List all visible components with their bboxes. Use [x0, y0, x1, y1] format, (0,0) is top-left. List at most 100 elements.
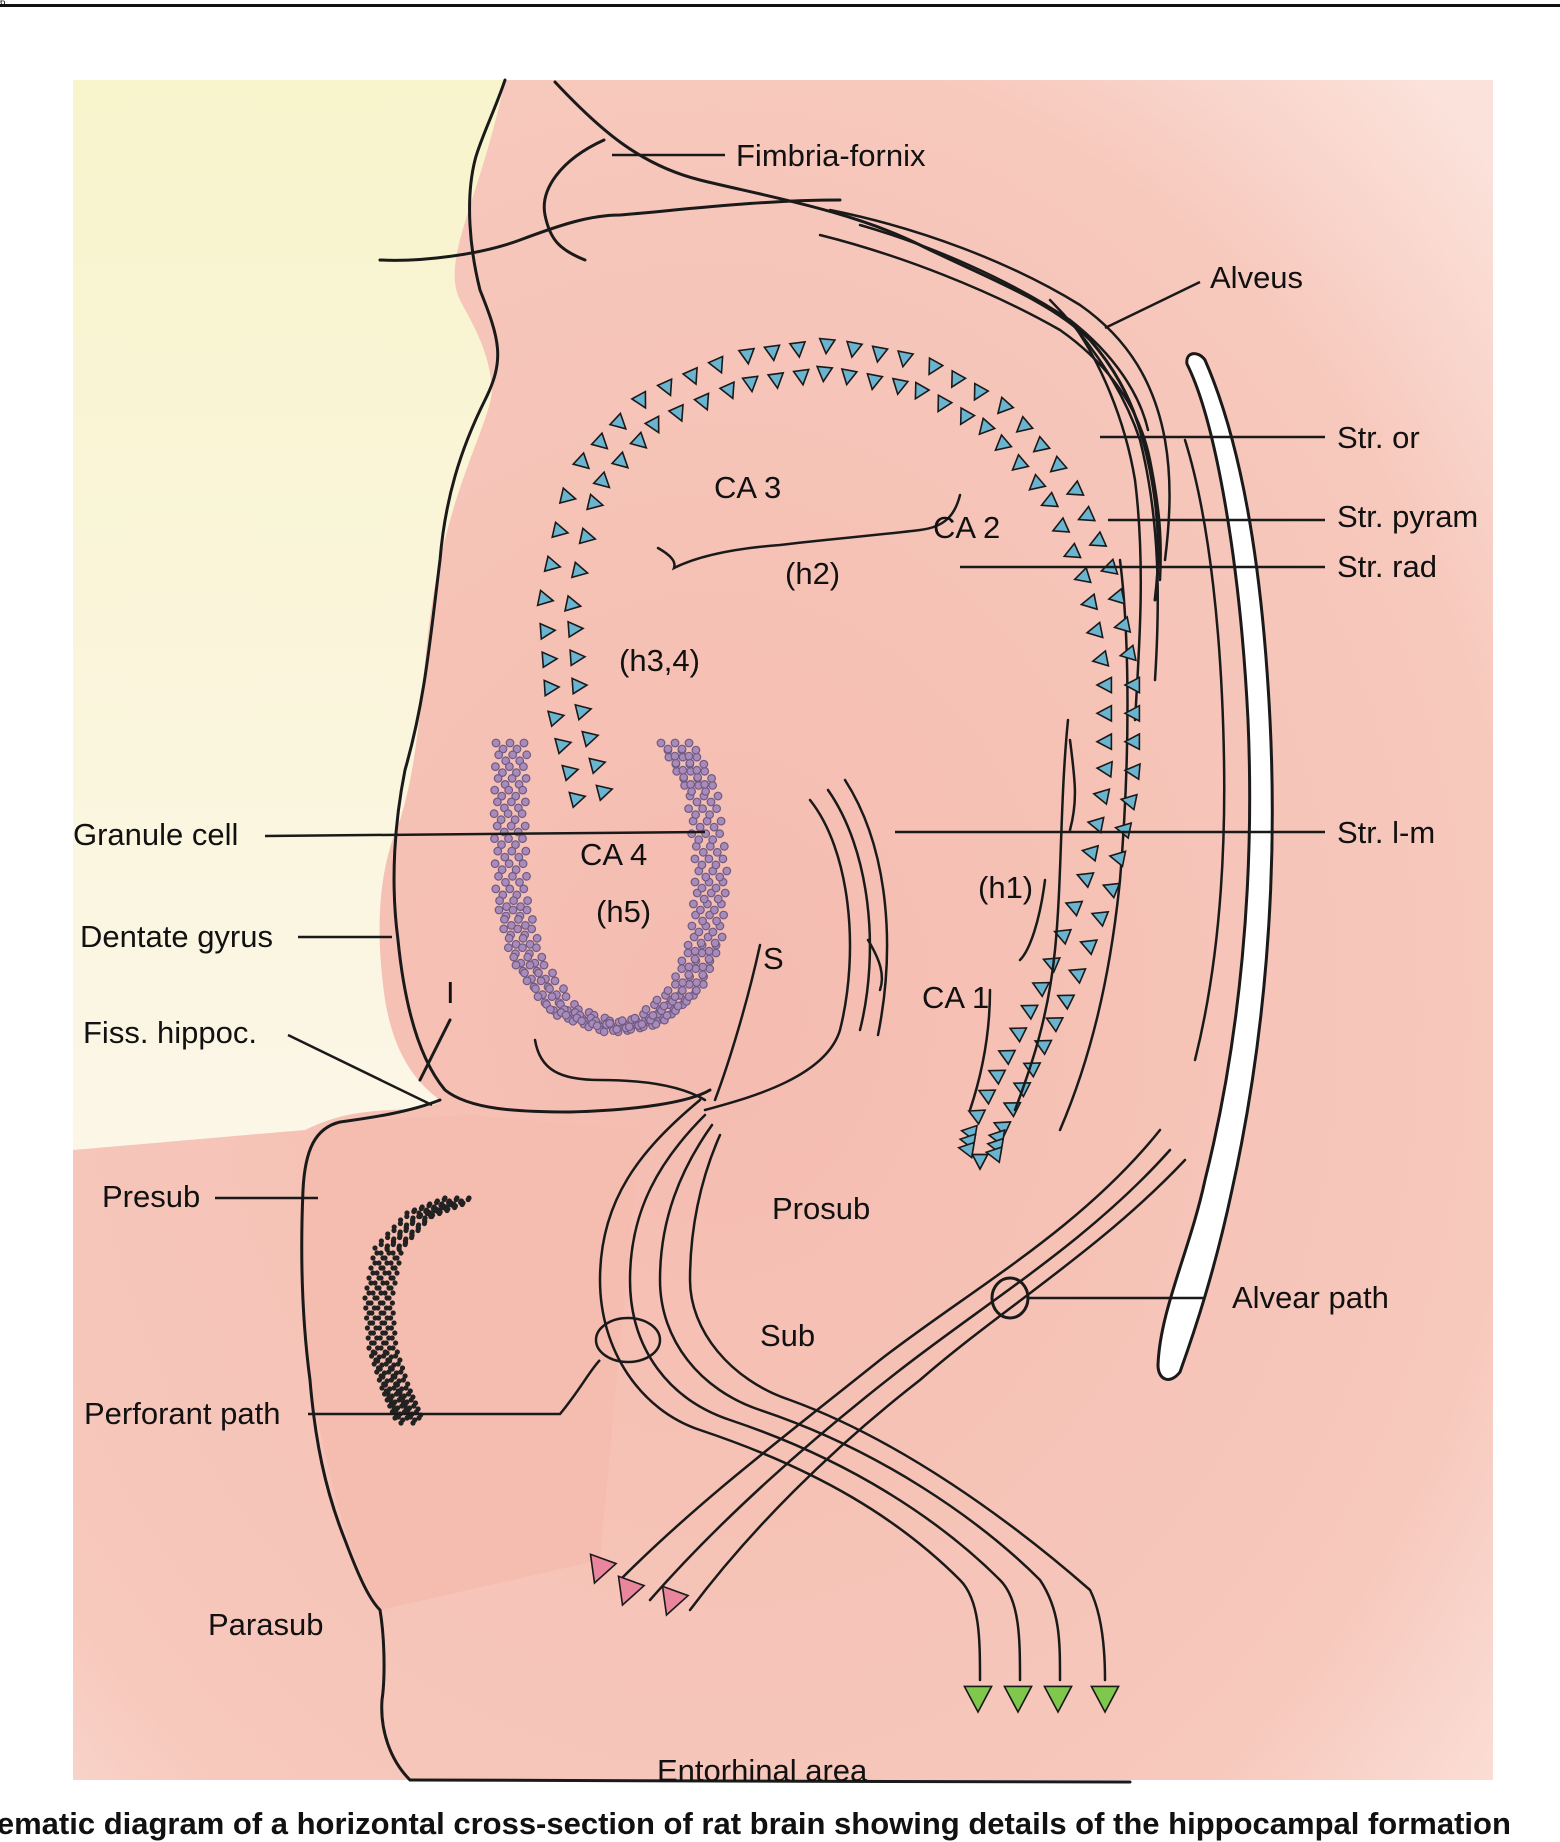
pyramidal-cell — [1095, 676, 1113, 695]
granule-cell — [663, 986, 673, 995]
presub-cell — [384, 1245, 390, 1251]
granule-cell — [662, 1011, 672, 1020]
presub-cell — [392, 1280, 398, 1286]
granule-cell — [686, 780, 695, 789]
pyramidal-cell — [1031, 981, 1051, 998]
presub-cell — [375, 1305, 381, 1311]
granule-cell — [671, 980, 680, 989]
presub-cell — [381, 1370, 388, 1376]
pyramidal-cell — [1041, 956, 1062, 974]
pyramidal-cell — [973, 382, 990, 402]
pyramidal-cell — [1088, 530, 1108, 547]
granule-cell — [518, 933, 528, 943]
presub-cell — [393, 1353, 399, 1359]
presub-cell — [370, 1290, 376, 1296]
presub-cell — [380, 1330, 386, 1336]
granule-cell — [492, 821, 502, 831]
granule-cell — [690, 946, 700, 956]
presub-cell — [362, 1295, 368, 1301]
granule-cell — [514, 852, 524, 862]
pyramidal-cell — [1015, 415, 1035, 434]
presub-cell — [390, 1250, 396, 1256]
pyramidal-cell — [1095, 732, 1113, 751]
presub-cell — [372, 1245, 378, 1251]
pyramidal-cell — [608, 411, 628, 430]
label-str-or: Str. or — [1337, 420, 1420, 455]
presub-cell — [409, 1234, 415, 1241]
granule-cell — [699, 894, 709, 904]
presub-cell — [397, 1357, 403, 1363]
label-i: I — [446, 975, 455, 1010]
granule-cell — [691, 745, 701, 755]
pyramidal-cell — [1033, 1039, 1053, 1056]
granule-cell — [692, 797, 702, 807]
granule-cell — [577, 1016, 587, 1026]
presub-cell — [415, 1227, 421, 1234]
pyramidal-cell — [928, 356, 945, 376]
presub-cell — [372, 1280, 378, 1286]
label-h1: (h1) — [978, 870, 1033, 905]
presub-cell — [402, 1373, 408, 1379]
presub-cell — [365, 1300, 371, 1306]
granule-cell — [518, 834, 527, 843]
granule-cell — [701, 872, 711, 882]
pyramidal-cell — [762, 344, 781, 363]
pyramidal-cell — [1080, 844, 1100, 863]
pyramidal-cell — [1056, 994, 1076, 1011]
granule-cell — [687, 921, 697, 931]
granule-cell — [684, 992, 694, 1001]
presub-cell — [453, 1196, 459, 1203]
granule-cell — [499, 924, 509, 934]
pyramidal-cell — [667, 403, 684, 423]
granule-cell — [692, 752, 702, 762]
granule-cell — [692, 978, 701, 987]
granule-cell — [637, 1019, 647, 1029]
label-dentate-gyrus: Dentate gyrus — [80, 919, 273, 954]
granule-cell — [612, 1024, 622, 1034]
pyramidal-cell — [840, 367, 859, 387]
granule-cell — [527, 924, 537, 934]
granule-cell — [536, 976, 546, 986]
granule-cell — [656, 738, 666, 748]
label-ca2: CA 2 — [933, 510, 1000, 545]
granule-cell — [547, 992, 557, 1001]
label-presub: Presub — [102, 1179, 200, 1214]
presub-cell — [369, 1340, 375, 1346]
label-str-pyram: Str. pyram — [1337, 499, 1478, 534]
presub-cell — [381, 1381, 387, 1387]
pyramidal-cell — [1101, 882, 1121, 900]
presub-cell — [398, 1420, 404, 1426]
granule-cell — [698, 804, 707, 813]
presub-cell — [373, 1357, 379, 1363]
presub-cell — [372, 1260, 378, 1266]
presub-cell — [430, 1205, 436, 1212]
pink-arrowhead — [661, 1585, 690, 1617]
granule-cell — [690, 954, 700, 964]
granule-cell — [521, 774, 531, 783]
presub-cell — [378, 1241, 384, 1248]
pyramidal-cell — [1073, 566, 1092, 584]
presubiculum-lobe — [300, 1115, 640, 1610]
granule-cell — [704, 954, 714, 964]
granule-cell — [719, 841, 729, 851]
presub-cell — [402, 1241, 408, 1248]
fibre-bundles — [598, 1098, 1187, 1682]
pyramidal-cell — [551, 520, 570, 539]
granule-cell — [712, 916, 721, 926]
pyramidal-cell — [1092, 787, 1111, 806]
presub-cell — [375, 1365, 382, 1371]
granule-cell — [532, 933, 542, 943]
presub-cell — [371, 1361, 377, 1367]
presub-cell — [366, 1275, 372, 1281]
presub-cell — [398, 1369, 404, 1375]
granule-cell — [684, 970, 694, 980]
pyramidal-cell — [997, 1049, 1017, 1066]
pyramidal-cell — [1067, 967, 1087, 985]
granule-cell — [490, 785, 500, 795]
presub-cell — [465, 1196, 471, 1203]
presub-cell — [409, 1220, 415, 1227]
presub-cell — [394, 1391, 400, 1397]
granule-cell — [712, 804, 721, 813]
presub-cell — [378, 1310, 384, 1316]
